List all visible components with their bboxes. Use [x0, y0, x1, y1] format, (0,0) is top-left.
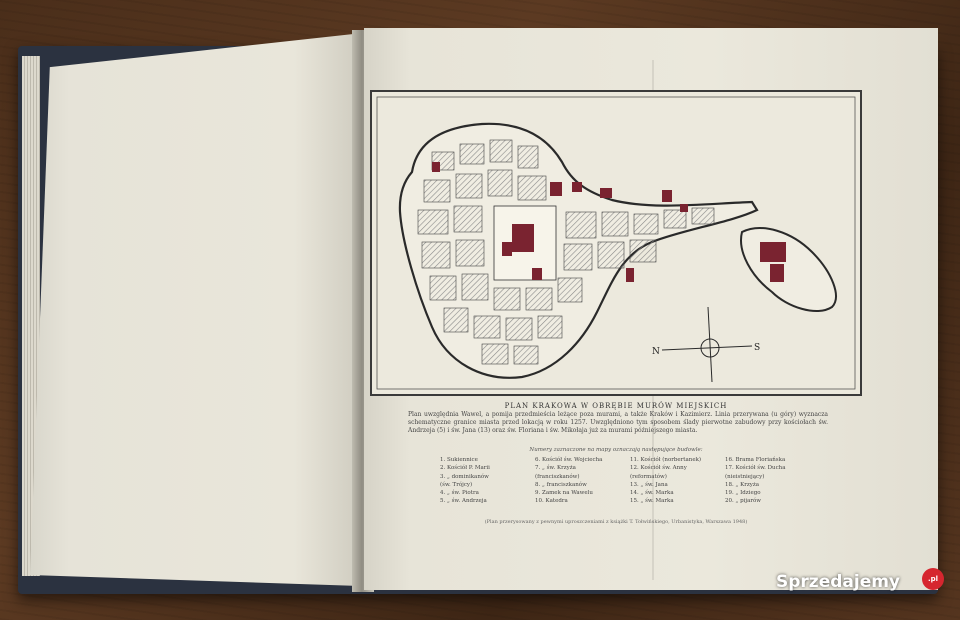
- legend-item: 19. „ Idziego: [725, 490, 761, 497]
- legend-item: 13. „ św. Jana: [630, 481, 668, 488]
- legend-item: 1. Sukiennice: [440, 457, 478, 463]
- legend-item: 20. „ pijarów: [725, 498, 762, 505]
- legend-item: 17. Kościół św. Ducha: [725, 465, 786, 472]
- marked-buildings: [432, 162, 786, 282]
- legend-item: 18. „ Krzyża: [725, 481, 760, 488]
- compass-rose: [661, 306, 753, 383]
- legend-column-4: 16. Brama Floriańska 17. Kościół św. Duc…: [725, 456, 815, 506]
- legend-item: (nieistniejący): [725, 473, 765, 480]
- compass-north-label: N: [652, 347, 660, 357]
- legend-item: 2. Kościół P. Marii: [440, 465, 490, 472]
- watermark-logo-text: Sprzedajemy: [776, 572, 901, 592]
- compass-south-label: S: [754, 343, 760, 353]
- map-inner-border: [376, 96, 856, 390]
- legend-item: 16. Brama Floriańska: [725, 457, 786, 463]
- legend-column-1: 1. Sukiennice 2. Kościół P. Marii 3. „ d…: [440, 456, 530, 506]
- cloth-hall: [512, 224, 534, 252]
- legend-item: 5. „ św. Andrzeja: [440, 498, 487, 505]
- legend-column-3: 11. Kościół (norbertanek) 12. Kościół św…: [630, 456, 720, 506]
- legend-item: (franciszkanów): [535, 473, 580, 480]
- legend-item: 14. „ św. Marka: [630, 490, 674, 497]
- map-description: Plan uwzględnia Wawel, a pomija przedmie…: [408, 411, 828, 434]
- map-title: PLAN KRAKOWA W OBRĘBIE MURÓW MIEJSKICH: [504, 402, 728, 410]
- legend-item: (reformatów): [630, 473, 667, 480]
- left-page-blank: [30, 34, 360, 586]
- legend-item: 8. „ franciszkanów: [535, 481, 587, 488]
- legend-item: 3. „ dominikanów: [440, 473, 489, 480]
- legend-item: 15. „ św. Marka: [630, 498, 674, 505]
- legend-column-2: 6. Kościół św. Wojciecha 7. „ św. Krzyża…: [535, 456, 625, 506]
- wawel-hill: [740, 227, 837, 312]
- map-drawing: N S: [376, 96, 856, 390]
- legend-item: 6. Kościół św. Wojciecha: [535, 457, 603, 463]
- cathedral: [770, 264, 784, 282]
- map-footnote: (Plan przerysowany z pewnymi uproszczeni…: [484, 519, 748, 525]
- legend-item: 7. „ św. Krzyża: [535, 465, 576, 472]
- wawel-castle: [760, 242, 786, 262]
- city-map: N S: [370, 90, 862, 396]
- legend-item: 9. Zamek na Wawelu: [535, 490, 593, 497]
- legend-item: 12. Kościół św. Anny: [630, 465, 687, 472]
- legend-item: 11. Kościół (norbertanek): [630, 457, 702, 463]
- legend-item: 10. Katedra: [535, 498, 568, 505]
- map-legend: 1. Sukiennice 2. Kościół P. Marii 3. „ d…: [440, 456, 820, 516]
- watermark-badge-icon: .pl: [922, 568, 944, 590]
- legend-note: Numery zaznaczone na mapy oznaczają nast…: [529, 447, 703, 453]
- legend-item: 4. „ św. Piotra: [440, 490, 479, 497]
- site-watermark: Sprzedajemy .pl: [776, 566, 946, 600]
- city-blocks: [417, 139, 715, 365]
- legend-item: (św. Trójcy): [440, 481, 473, 488]
